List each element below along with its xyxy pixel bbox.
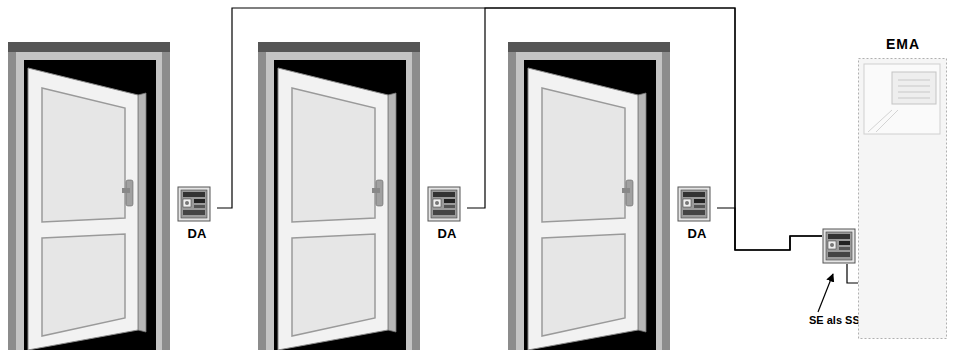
contact-module: DA	[177, 186, 217, 241]
module-icon	[427, 186, 461, 222]
panel-body	[858, 58, 948, 340]
panel-label: EMA	[858, 36, 948, 52]
signal-wire	[847, 264, 858, 283]
signal-wire	[217, 8, 822, 250]
contact-module: DA	[427, 186, 467, 241]
module-box: SE als SSM	[822, 228, 856, 264]
module-icon	[822, 228, 856, 264]
alarm-panel: EMA	[858, 36, 948, 342]
signal-wire	[717, 208, 822, 250]
module-icon	[177, 186, 211, 222]
module-label: DA	[177, 226, 217, 241]
module-label: DA	[427, 226, 467, 241]
contact-module: DA	[677, 186, 717, 241]
module-icon	[677, 186, 711, 222]
module-label: DA	[677, 226, 717, 241]
signal-wire	[467, 8, 822, 250]
